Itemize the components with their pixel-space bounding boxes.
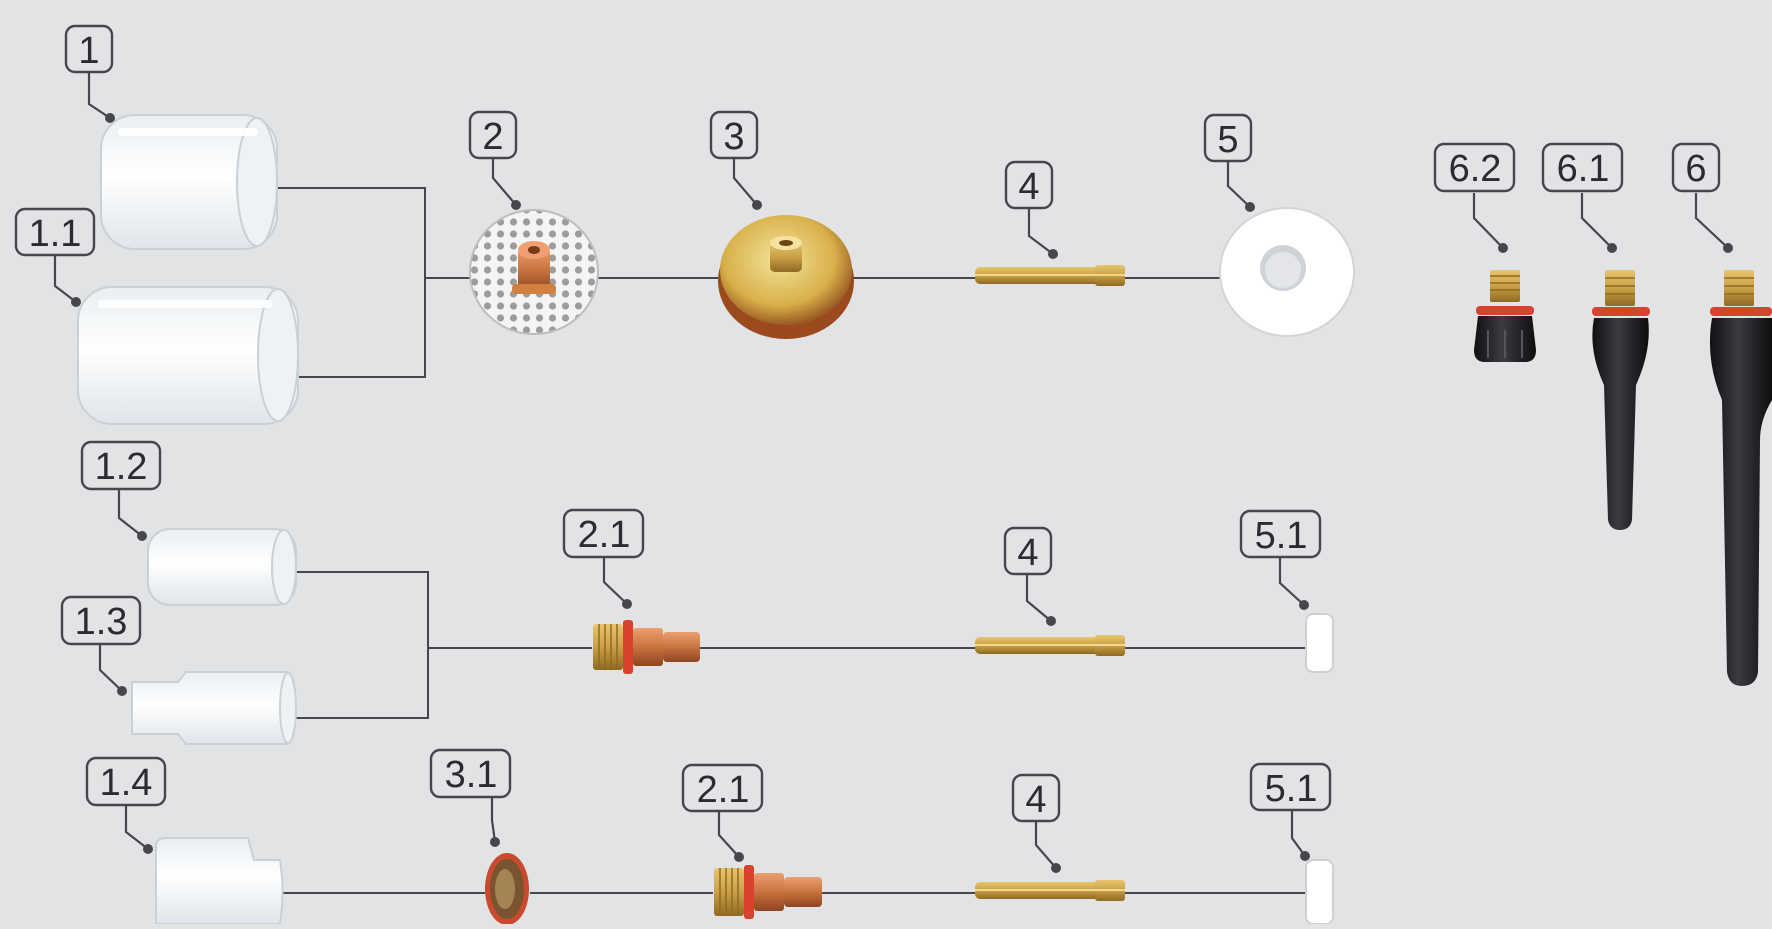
gas-lens-body-3 [718, 215, 854, 339]
collet-body-2-1-row2 [593, 620, 700, 674]
gas-lens-2 [470, 210, 598, 334]
label-5-1-row2: 5.1 [1255, 515, 1308, 557]
label-6-1: 6.1 [1557, 148, 1610, 190]
back-cap-6-1 [1592, 270, 1650, 530]
glass-cup-1 [101, 115, 277, 249]
gas-lens-3-1 [485, 853, 529, 924]
label-5-1-row3: 5.1 [1265, 768, 1318, 810]
insulator-5 [1220, 208, 1354, 336]
label-3: 3 [723, 116, 744, 158]
label-2: 2 [482, 116, 503, 158]
collet-body-2-1-row3 [714, 865, 822, 919]
label-1-4: 1.4 [100, 762, 153, 804]
label-2-1-row2: 2.1 [578, 514, 631, 556]
label-4-row3: 4 [1025, 779, 1046, 821]
glass-cup-1-3 [132, 672, 296, 744]
collet-4-row2 [975, 635, 1125, 656]
label-1-2: 1.2 [95, 446, 148, 488]
label-6: 6 [1685, 148, 1706, 190]
label-6-2: 6.2 [1449, 148, 1502, 190]
glass-cup-1-2 [148, 529, 296, 605]
label-2-1-row3: 2.1 [697, 769, 750, 811]
glass-cup-1-1 [78, 287, 298, 424]
label-4-row1: 4 [1018, 166, 1039, 208]
label-1-3: 1.3 [75, 601, 128, 643]
label-5: 5 [1217, 119, 1238, 161]
label-1: 1 [78, 30, 99, 72]
label-1-1: 1.1 [29, 213, 82, 255]
collet-4-row3 [975, 880, 1125, 901]
back-cap-6-2 [1474, 270, 1536, 362]
insulator-5-1-row2 [1306, 614, 1333, 672]
glass-cup-1-4 [156, 838, 283, 924]
back-cap-6 [1710, 270, 1772, 686]
label-4-row2: 4 [1017, 532, 1038, 574]
insulator-5-1-row3 [1306, 860, 1333, 924]
label-3-1: 3.1 [445, 754, 498, 796]
collet-4-row1 [975, 265, 1125, 286]
